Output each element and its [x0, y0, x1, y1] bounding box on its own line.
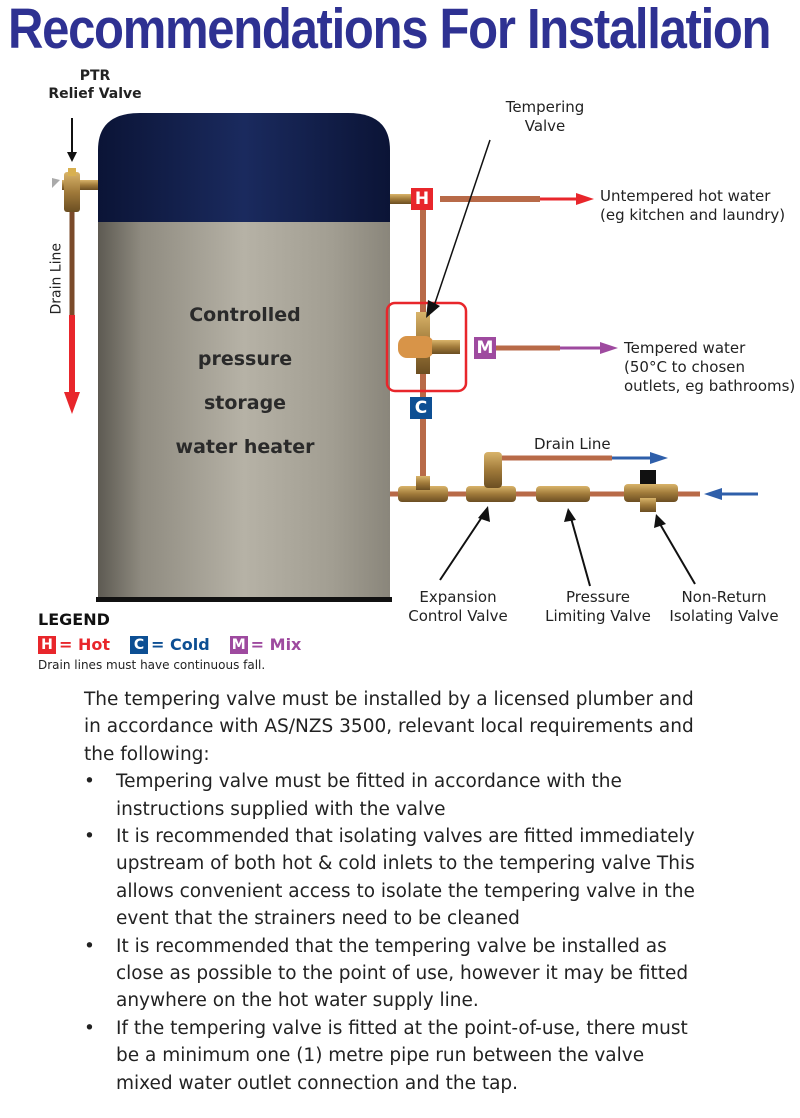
legend-item-hot: H = Hot — [38, 635, 110, 654]
non-return-isolating-valve — [624, 484, 678, 502]
list-item: •Tempering valve must be fitted in accor… — [84, 771, 622, 820]
water-heater-tank — [96, 113, 392, 602]
right-drain-line-label: Drain Line — [534, 435, 611, 453]
mix-badge: M — [229, 635, 248, 654]
ptr-relief-valve — [52, 168, 98, 212]
instruction-list: •Tempering valve must be fitted in accor… — [84, 768, 704, 1097]
legend-title: LEGEND — [38, 610, 110, 629]
left-arrow-icon — [704, 488, 722, 500]
ptr-relief-valve-label: PTR Relief Valve — [48, 68, 142, 102]
legend-item-mix: M = Mix — [229, 635, 301, 654]
down-arrow-icon — [67, 152, 77, 162]
installation-diagram — [52, 113, 758, 602]
right-arrow-icon — [650, 452, 668, 464]
pressure-limiting-valve — [536, 486, 590, 502]
installation-instructions: The tempering valve must be installed by… — [84, 686, 704, 1097]
tempering-valve — [398, 312, 460, 374]
list-item: •It is recommended that the tempering va… — [84, 935, 689, 1012]
list-item: •If the tempering valve is fitted at the… — [84, 1017, 688, 1094]
non-return-isolating-valve-label: Non-Return Isolating Valve — [669, 588, 779, 625]
down-arrow-icon — [64, 392, 80, 414]
page-title: Recommendations For Installation — [8, 0, 772, 61]
legend-note: Drain lines must have continuous fall. — [38, 658, 266, 672]
pressure-limiting-valve-label: Pressure Limiting Valve — [545, 588, 651, 625]
hot-badge: H — [38, 635, 56, 654]
list-item: •It is recommended that isolating valves… — [84, 826, 695, 930]
expansion-control-valve-label: Expansion Control Valve — [408, 588, 508, 625]
intro-paragraph: The tempering valve must be installed by… — [84, 689, 694, 765]
legend-item-cold: C = Cold — [130, 635, 210, 654]
tempered-water-label: Tempered water (50°C to chosen outlets, … — [624, 339, 796, 395]
legend: LEGEND H = Hot C = Cold M = Mix Drain li… — [38, 610, 321, 672]
tempering-valve-highlight — [385, 301, 468, 393]
hot-badge: H — [411, 188, 433, 210]
mix-badge: M — [474, 337, 496, 359]
cold-badge: C — [130, 635, 149, 654]
right-arrow-icon — [600, 342, 618, 354]
cold-badge: C — [410, 397, 432, 419]
right-arrow-icon — [576, 193, 594, 205]
pointer-arrow-icon — [426, 300, 440, 318]
expansion-control-valve — [466, 486, 516, 502]
untempered-hot-water-label: Untempered hot water (eg kitchen and lau… — [600, 187, 786, 224]
left-drain-line-label: Drain Line — [48, 243, 65, 315]
tank-label: Controlled pressure storage water heater — [175, 304, 315, 458]
tempering-valve-label: Tempering Valve — [505, 98, 585, 135]
